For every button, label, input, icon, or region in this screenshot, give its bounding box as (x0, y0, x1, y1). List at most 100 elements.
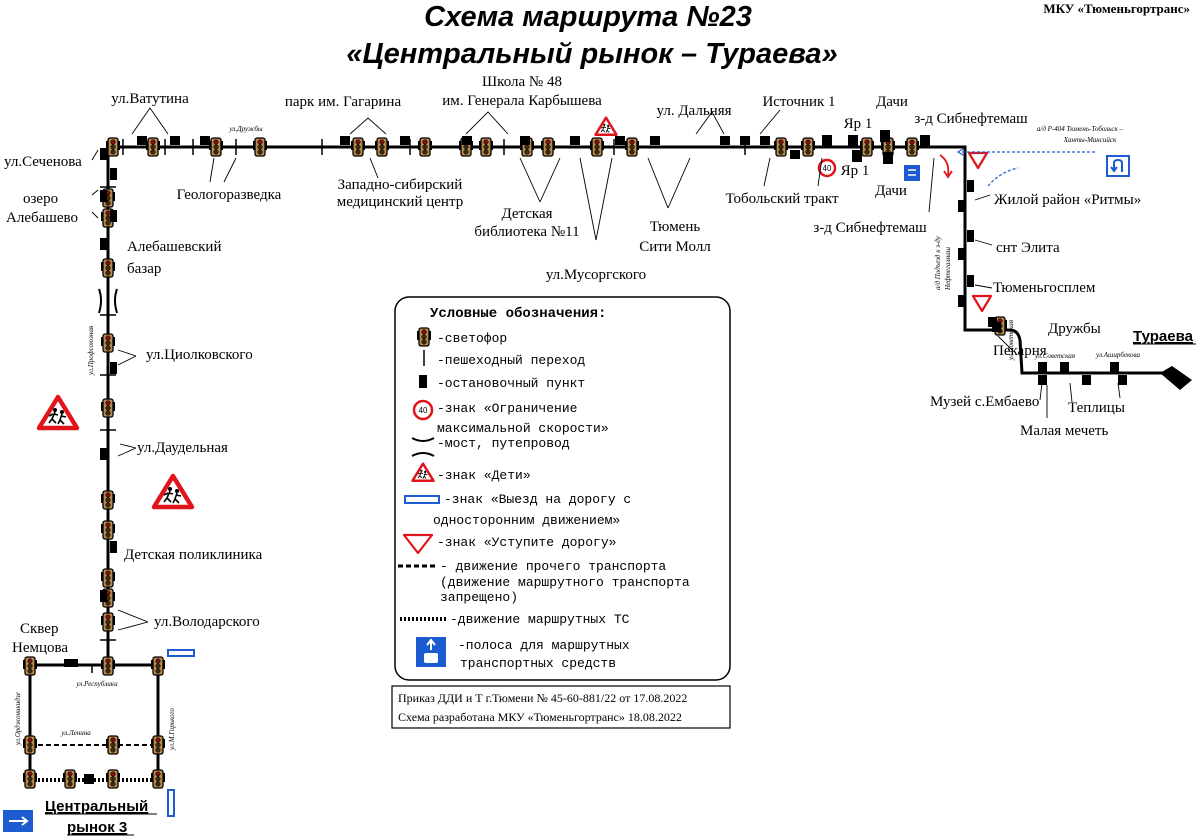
terminal-central-market-line2: рынок 3 (67, 819, 127, 836)
legend-speed-limit-icon: 40 (412, 399, 434, 421)
stop-dachi-bottom-label: Дачи (875, 183, 907, 199)
bus-lane-sign-icon (904, 165, 920, 181)
stop-yar1-bottom-label: Яр 1 (841, 163, 870, 179)
street-gorkogo-label: ул.М.Горького (168, 708, 176, 751)
stop-tsiolkovskogo-label: ул.Циолковского (146, 347, 253, 363)
oneway-sign-icon (167, 789, 175, 817)
stop-pekarnya-label: Пекарня (993, 343, 1047, 359)
leader-lines (91, 107, 1121, 631)
legend-bridge: -мост, путепровод (437, 436, 570, 451)
legend-bus-lane-icon (416, 637, 446, 667)
yield-sign-icon (971, 294, 993, 313)
legend-oneway-line1: -знак «Выезд на дорогу с (444, 492, 631, 507)
stop-library-line2: библиотека №11 (474, 224, 579, 240)
legend-children: -знак «Дети» (437, 468, 531, 483)
stop-malaya-mechet-label: Малая мечеть (1020, 423, 1108, 439)
stop-musorgskogo-label: ул.Мусоргского (546, 267, 646, 283)
legend-oneway-icon (404, 495, 440, 504)
stop-tyumengosplem-label: Тюменьгосплем (993, 280, 1096, 296)
stop-tobolsky-label: Тобольский тракт (725, 191, 839, 207)
street-sovetskaya-vertical-label: ул.Советская (1007, 320, 1015, 361)
blue-curve-arrow-icon (987, 167, 1019, 187)
stop-skver-line2: Немцова (12, 640, 68, 656)
organization: МКУ «Тюменьгортранс» (1043, 1, 1190, 16)
bus-lane-sign-icon (3, 810, 33, 832)
terminal-marker (1160, 366, 1192, 390)
street-druzhby-label: ул.Дружбы (228, 125, 262, 133)
legend-crossing: -пешеходный переход (437, 353, 585, 368)
terminal-turaeva-label: Тураева (1133, 328, 1194, 345)
svg-text:40: 40 (419, 406, 428, 415)
legend-lane-line1: -полоса для маршрутных (458, 638, 630, 653)
stop-daudelnaya-label: ул.Даудельная (137, 440, 228, 456)
yield-sign-icon (967, 151, 989, 170)
stop-school48-line2: им. Генерала Карбышева (442, 93, 602, 109)
red-turn-arrow-icon (939, 154, 950, 176)
stop-muzey-label: Музей с.Ембаево (930, 394, 1039, 410)
stop-sechenova-label: ул.Сеченова (4, 154, 82, 170)
legend-stop: -остановочный пункт (437, 376, 585, 391)
stop-school48-line1: Школа № 48 (482, 74, 562, 90)
legend-other-line2: (движение маршрутного транспорта (440, 575, 690, 590)
legend-oneway-line2: односторонним движением» (433, 513, 620, 528)
stop-alebash-bazar-line1: Алебашевский (127, 239, 221, 255)
order-box: Приказ ДДИ и Т г.Тюмени № 45-60-881/22 о… (391, 685, 731, 729)
stop-elita-label: снт Элита (996, 240, 1060, 256)
legend-speed-line2: максимальной скорости» (437, 421, 609, 436)
stop-alebash-bazar-line2: базар (127, 261, 161, 277)
bridge-icon (98, 288, 118, 314)
road-label-line2: Нефтегазмаш (944, 246, 952, 291)
highway-label-line1: а/д Р-404 Тюмень-Тобольск – (1037, 125, 1124, 133)
svg-text:40: 40 (823, 164, 832, 173)
stop-ozero-line2: Алебашево (6, 210, 78, 226)
legend-other-line3: запрещено) (440, 590, 518, 605)
legend-box (394, 296, 731, 681)
legend-lane-line2: транспортных средств (460, 656, 616, 671)
title-line-2: «Центральный рынок – Тураева» (346, 38, 837, 70)
uturn-sign-icon (1106, 155, 1130, 177)
stop-yar1-top-label: Яр 1 (844, 116, 873, 132)
highway-label-line2: Ханты-Мансийск (1063, 136, 1117, 144)
children-sign-icon (594, 116, 618, 136)
street-respubliki-label: ул.Республики (75, 680, 118, 688)
stop-zsmc-line2: медицинский центр (337, 194, 463, 210)
legend-route: -движение маршрутных ТС (450, 612, 630, 627)
stop-ritmy-label: Жилой район «Ритмы» (994, 192, 1141, 208)
legend-stop-icon (419, 375, 427, 388)
legend: Условные обозначения: -светофор -пешеход… (394, 296, 731, 681)
stop-skver-line1: Сквер (20, 621, 58, 637)
stop-dalnyaya-label: ул. Дальняя (657, 103, 732, 119)
legend-yield: -знак «Уступите дорогу» (437, 535, 616, 550)
stop-teplitsy-label: Теплицы (1068, 400, 1125, 416)
stop-library-line1: Детская (501, 206, 552, 222)
stop-poliklinika-label: Детская поликлиника (124, 547, 263, 563)
stop-ozero-line1: озеро (23, 191, 58, 207)
road-label-line1: а/д Подъезд к з-ду (934, 235, 942, 290)
order-line1: Приказ ДДИ и Т г.Тюмени № 45-60-881/22 о… (398, 691, 687, 705)
stop-dachi-top-label: Дачи (876, 94, 908, 110)
stop-gagarin-park-label: парк им. Гагарина (285, 94, 402, 110)
terminal-central-market-line1: Центральный (45, 798, 148, 815)
street-sovetskaya-label: ул.Советская (1034, 352, 1075, 360)
legend-other-line1: - движение прочего транспорта (440, 559, 666, 574)
legend-yield-icon (402, 533, 434, 555)
stop-zsmc-line1: Западно-сибирский (338, 177, 463, 193)
legend-traffic-light: -светофор (437, 331, 507, 346)
stop-zd-sibneftemash-bottom-label: з-д Сибнефтемаш (813, 220, 927, 236)
legend-heading: Условные обозначения: (430, 306, 606, 322)
street-ordzhonikidze-label: ул.Орджоникидзе (14, 692, 22, 746)
oneway-sign-icon (167, 649, 195, 657)
stop-zd-sibneftemash-top-label: з-д Сибнефтемаш (914, 111, 1028, 127)
street-ashirbekova-label: ул.Аширбекова (1095, 351, 1140, 359)
children-sign-icon (39, 397, 77, 428)
stop-tyumen-city-line2: Сити Молл (639, 239, 711, 255)
street-profsoyuznaya-label: ул.Профсоюзная (87, 326, 95, 376)
stop-geologorazvedka-label: Геологоразведка (177, 187, 282, 203)
stop-markers (64, 130, 1127, 784)
legend-traffic-light-icon (416, 327, 432, 347)
stop-druzhby-label: Дружбы (1048, 321, 1101, 337)
street-lenina-label: ул.Ленина (60, 729, 91, 737)
stop-volodarskogo-label: ул.Володарского (154, 614, 260, 630)
legend-bridge-icon (411, 437, 435, 457)
